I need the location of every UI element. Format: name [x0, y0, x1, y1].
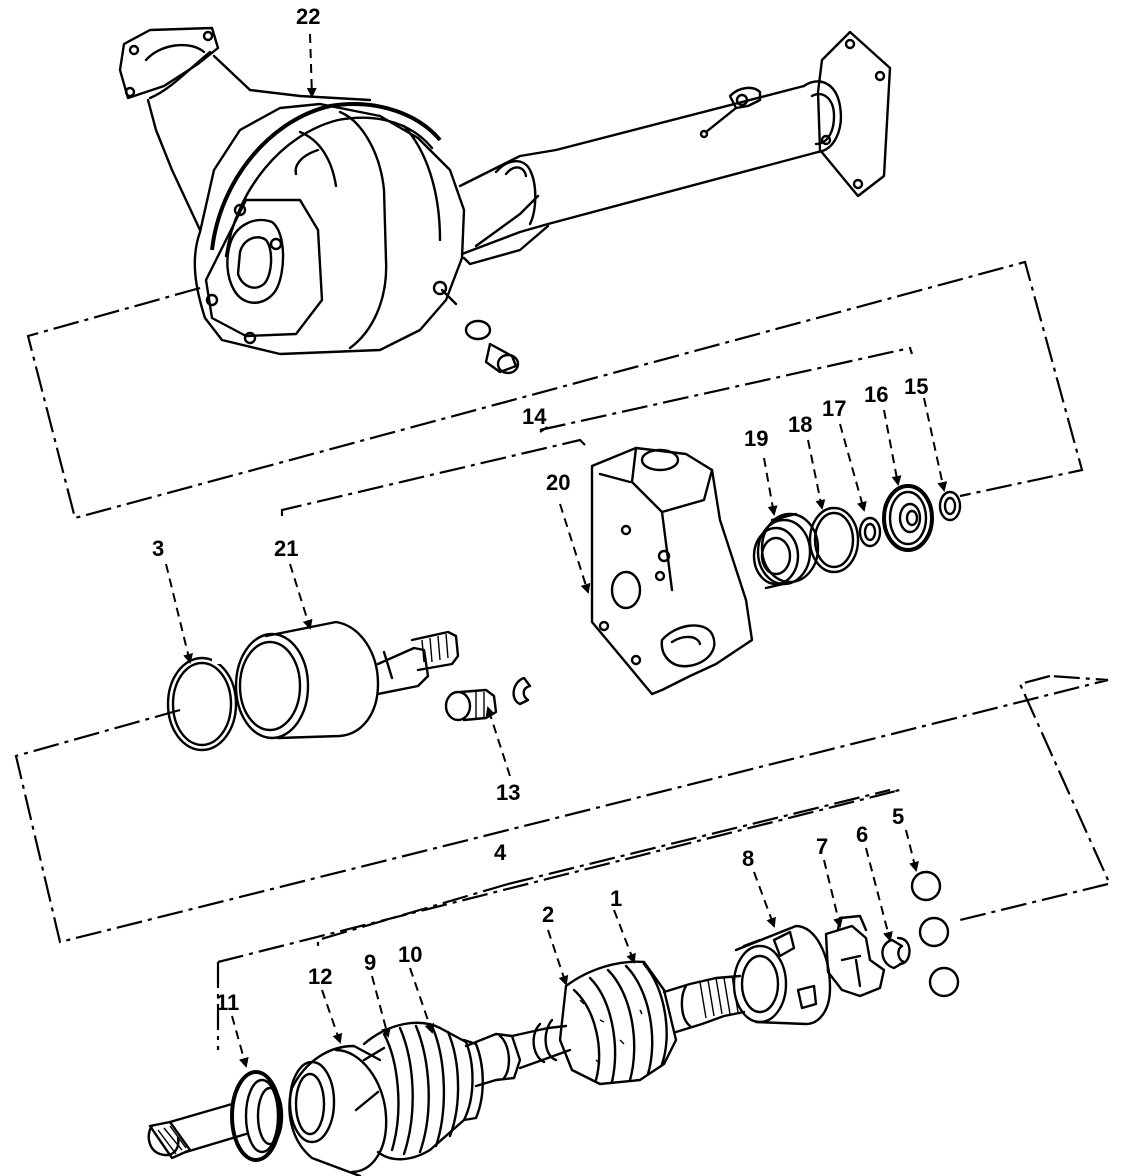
oil-seal-16	[882, 484, 934, 552]
balls-5	[910, 870, 960, 998]
callout-20: 20	[546, 470, 570, 495]
bracket-4-group	[316, 788, 891, 948]
callout-4: 4	[494, 840, 507, 865]
callout-17: 17	[822, 396, 846, 421]
dust-ring-11	[230, 1070, 282, 1162]
circlip-6	[881, 936, 911, 970]
snap-ring-3	[166, 656, 238, 752]
callout-11: 11	[216, 990, 239, 1015]
callout-7: 7	[816, 834, 828, 859]
group-outline-upper	[26, 260, 1084, 520]
bearing-assembly-19	[752, 512, 820, 590]
callout-5: 5	[892, 804, 904, 829]
callout-10: 10	[398, 942, 422, 967]
callout-12: 12	[308, 964, 332, 989]
callout-6: 6	[856, 822, 868, 847]
bracket-14-group	[539, 346, 914, 432]
snap-ring-15	[938, 490, 962, 522]
differential-carrier-housing	[118, 26, 892, 375]
tulip-housing-8	[732, 924, 832, 1026]
drive-shaft-assembly	[147, 960, 746, 1176]
clip-13	[512, 676, 532, 706]
callout-2: 2	[542, 902, 554, 927]
callout-1: 1	[610, 886, 622, 911]
tripod-joint-7	[824, 914, 886, 998]
callout-labels: 22 14 20 19 18 17 16 15 3 21 13 4 5 6 7 …	[152, 4, 928, 1015]
callout-21: 21	[274, 536, 298, 561]
callout-19: 19	[744, 426, 768, 451]
callout-16: 16	[864, 382, 888, 407]
callout-18: 18	[788, 412, 812, 437]
callout-15: 15	[904, 374, 928, 399]
bolt-13	[444, 688, 498, 722]
callout-9: 9	[364, 950, 376, 975]
group-outline-lower	[216, 788, 1109, 1050]
group-outline-middle	[14, 438, 1110, 944]
callout-22: 22	[296, 4, 320, 29]
callout-13: 13	[496, 780, 520, 805]
o-ring-18	[808, 506, 860, 574]
callout-14: 14	[522, 404, 547, 429]
callout-3: 3	[152, 536, 164, 561]
mounting-bracket	[590, 446, 754, 696]
inner-shaft-21	[234, 620, 460, 740]
leader-lines	[165, 33, 948, 1068]
spacer-ring-17	[858, 516, 882, 548]
callout-8: 8	[742, 846, 754, 871]
